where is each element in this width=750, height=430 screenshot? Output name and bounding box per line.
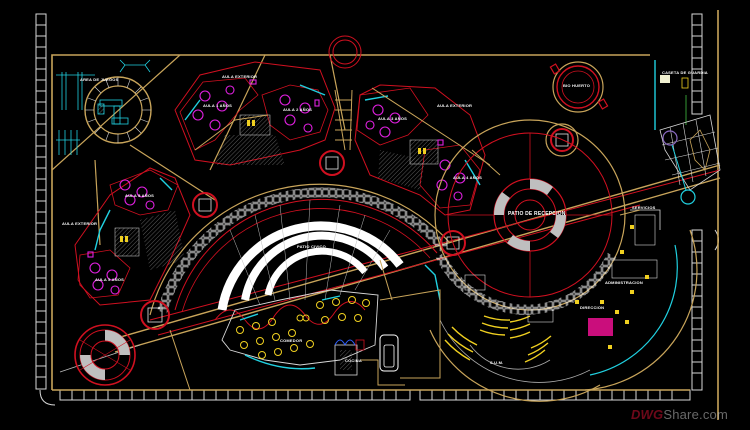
watermark-domain: Share.com — [663, 407, 728, 422]
label-aula-6: AULA 5 AÑOS — [95, 277, 125, 282]
watermark: DWGShare.com — [631, 407, 728, 422]
classroom-block-left — [74, 167, 191, 306]
label-auditorium: S.U.M. — [490, 360, 504, 365]
label-direction: DIRECCION — [580, 305, 605, 310]
label-classroom-block-top: AULA EXTERIOR — [222, 74, 258, 79]
ring-nodes — [140, 35, 579, 330]
reception-patio — [434, 119, 626, 315]
label-reception-patio: PATIO DE RECEPCION — [508, 211, 566, 217]
label-aula-5: AULA 5 AÑOS — [125, 193, 155, 198]
amphitheater — [217, 221, 404, 311]
bio-huerto — [549, 61, 609, 113]
classroom-furniture — [87, 79, 466, 295]
administration-zone — [575, 209, 698, 391]
service-zone-top-right — [654, 60, 721, 205]
auditorium — [424, 264, 601, 402]
label-playground: AREA DE JUEGOS — [80, 77, 119, 82]
label-service: SERVICIOS — [632, 205, 656, 210]
entry-circle — [74, 324, 136, 386]
label-classroom-block-left: AULA EXTERIOR — [62, 221, 98, 226]
label-aula-2: AULA 2 AÑOS — [283, 107, 313, 112]
perimeter-fence — [35, 13, 719, 406]
label-aula-4: AULA 4 AÑOS — [453, 175, 483, 180]
playground-area — [56, 59, 152, 155]
label-kitchen: COCINA — [345, 358, 362, 363]
label-dining: COMEDOR — [280, 338, 303, 343]
paved-ring — [149, 183, 451, 316]
label-administration: ADMINISTRACION — [605, 280, 643, 285]
dining-hall — [221, 289, 441, 386]
site-boundary — [51, 10, 719, 420]
label-aula-3: AULA 3 AÑOS — [378, 116, 408, 121]
label-biohuerto: BIO HUERTO — [563, 83, 591, 88]
watermark-brand: DWG — [630, 407, 664, 422]
label-classroom-block-mid: AULA EXTERIOR — [437, 103, 473, 108]
label-aula-1: AULA 1 AÑOS — [203, 103, 233, 108]
label-guard: CASETA DE GUARDIA — [662, 70, 708, 75]
label-amphitheater: PATIO CIVICO — [297, 244, 326, 249]
classroom-block-mid — [354, 84, 491, 216]
